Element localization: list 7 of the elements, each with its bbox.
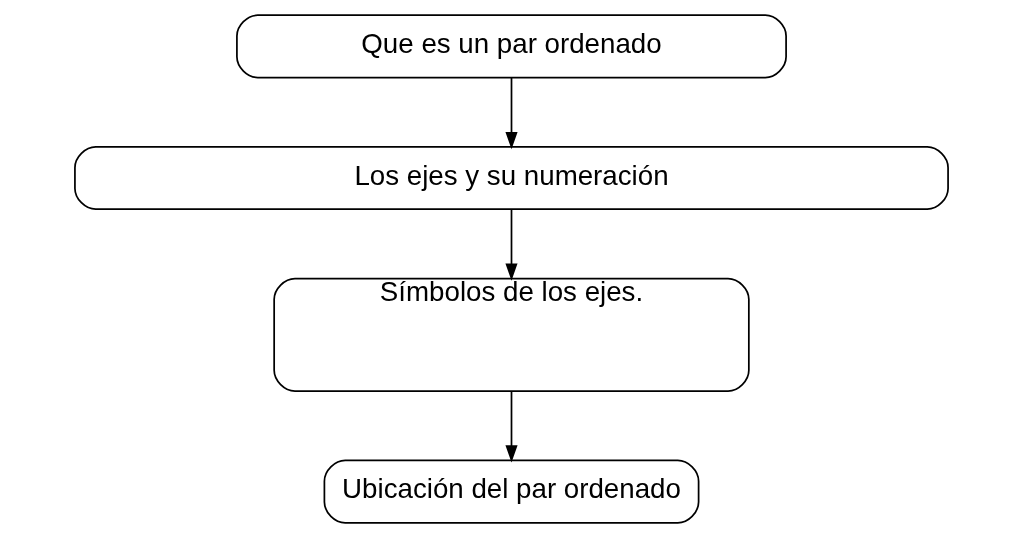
arrow [504,391,518,463]
node-box: Ubicación del par ordenado [323,459,699,524]
arrow [504,76,518,150]
arrow [504,208,518,281]
node-box: Símbolos de los ejes. [272,277,750,392]
node-box: Los ejes y su numeración [73,146,949,211]
node-box: Que es un par ordenado [235,14,787,79]
